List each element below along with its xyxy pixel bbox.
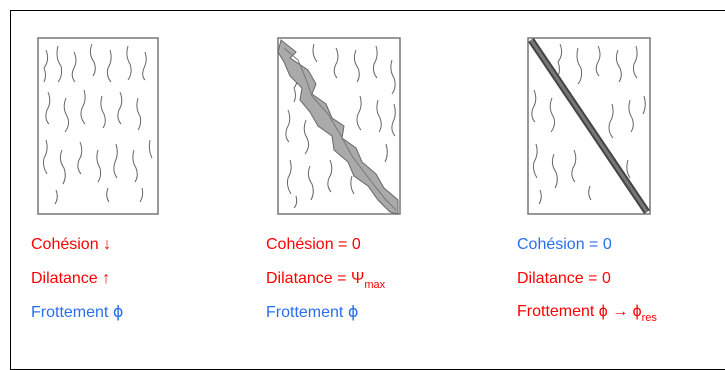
panel1-dilatance: Dilatance ↑ xyxy=(31,270,111,287)
panel3-frottement: Frottement ϕ → ϕres xyxy=(517,303,657,324)
rock-samples-illustration xyxy=(37,37,651,215)
panel1-cohesion: Cohésion ↓ xyxy=(31,236,112,253)
sample-peak-shear xyxy=(277,37,401,215)
panel2-cohesion: Cohésion = 0 xyxy=(266,236,361,253)
panel2-frottement: Frottement ϕ xyxy=(266,302,359,322)
panel1-frottement: Frottement ϕ xyxy=(31,302,124,322)
panel3-dilatance: Dilatance = 0 xyxy=(517,270,611,287)
panel2-dilatance: Dilatance = Ψmax xyxy=(266,270,386,291)
sample-residual xyxy=(527,37,651,215)
sample-intact xyxy=(37,37,159,215)
panel3-cohesion: Cohésion = 0 xyxy=(517,236,612,253)
